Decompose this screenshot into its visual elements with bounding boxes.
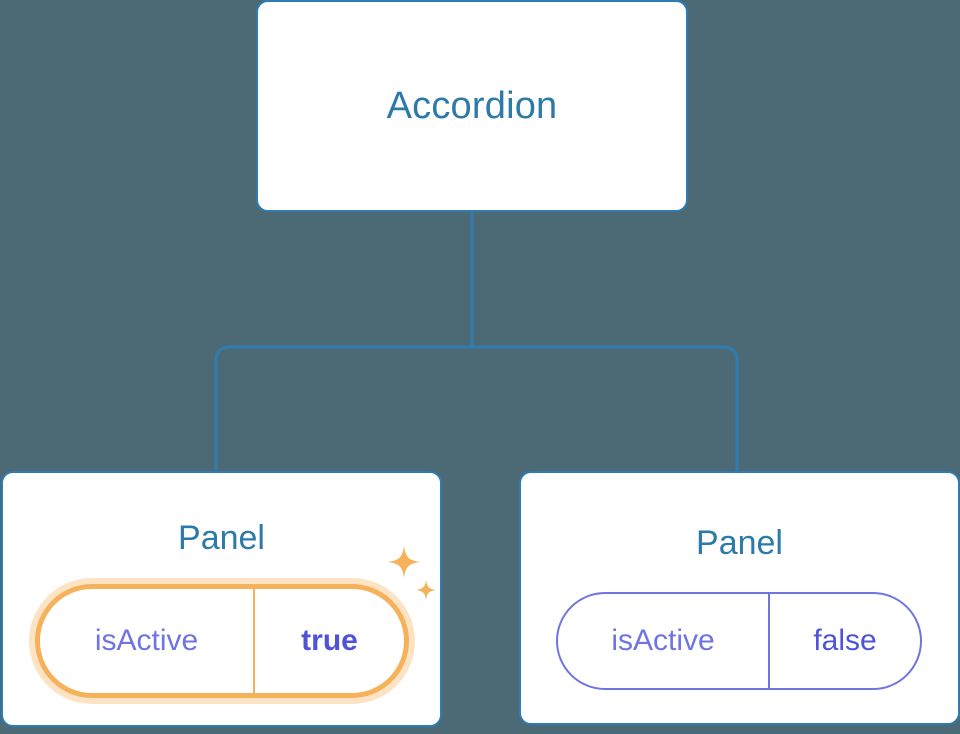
node-panel-inactive-title: Panel bbox=[696, 524, 783, 562]
node-panel-inactive-body: Panel bbox=[521, 473, 958, 723]
prop-pill-value: false bbox=[813, 624, 877, 657]
prop-pill-isactive-true[interactable]: isActive true bbox=[35, 584, 409, 698]
node-accordion-title: Accordion bbox=[386, 85, 558, 127]
connector-split-bar bbox=[214, 345, 739, 472]
prop-pill-key: isActive bbox=[40, 589, 255, 693]
node-panel-active-body: Panel bbox=[3, 473, 440, 725]
prop-pill-value: true bbox=[301, 624, 358, 657]
prop-pill-key: isActive bbox=[558, 594, 770, 688]
prop-pill-isactive-false[interactable]: isActive false bbox=[556, 592, 922, 690]
node-accordion[interactable]: Accordion bbox=[256, 0, 688, 212]
node-panel-active-title: Panel bbox=[178, 519, 265, 557]
